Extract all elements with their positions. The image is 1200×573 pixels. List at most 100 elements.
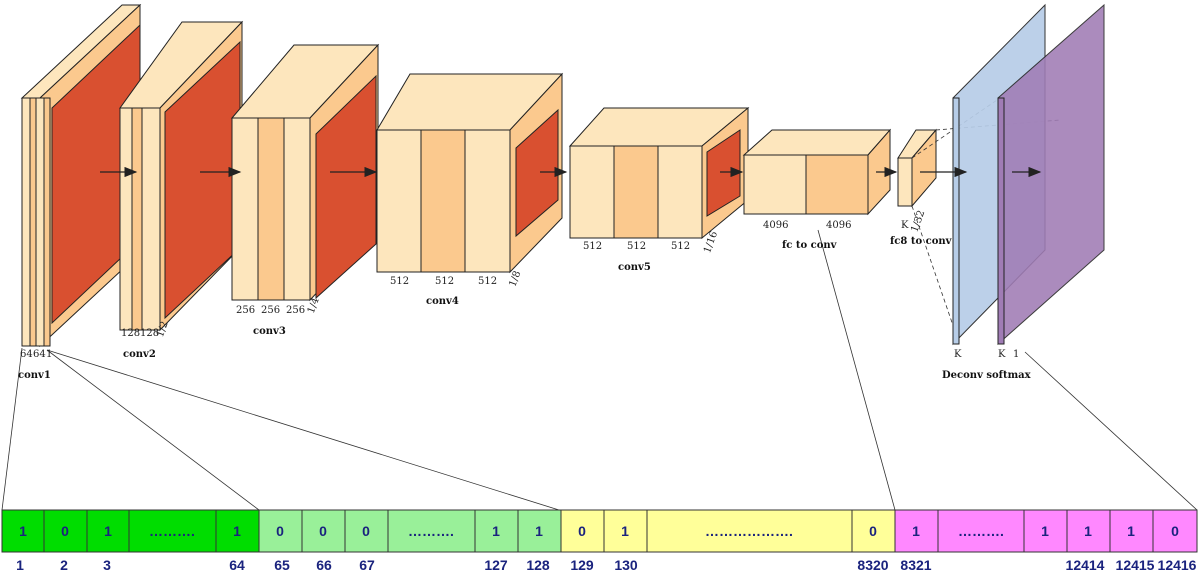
vector-index: 129 xyxy=(570,557,594,573)
vector-index: 2 xyxy=(60,557,68,573)
projection-lines xyxy=(911,97,1061,341)
conv5-dim-3: 512 xyxy=(671,241,690,252)
vector-cell: 1 xyxy=(894,509,939,553)
svg-text:1: 1 xyxy=(535,523,543,539)
vector-index: 127 xyxy=(484,557,508,573)
fc-dim-1: 4096 xyxy=(763,220,788,231)
fc8-block xyxy=(897,128,938,208)
conv1-dim-3: 1 xyxy=(46,349,52,360)
conv2-block xyxy=(119,20,244,332)
svg-text:……………….: ………………. xyxy=(705,523,793,539)
vector-cell: 0 xyxy=(1152,509,1198,553)
vector-cell: 1 xyxy=(517,509,562,553)
vector-cell: 0 xyxy=(43,509,88,553)
vector-cell: 1 xyxy=(474,509,519,553)
layer-captions: conv1 conv2 conv3 conv4 conv5 fc to conv… xyxy=(18,236,1032,381)
fc8-dim-1: K xyxy=(901,220,909,231)
svg-text:1: 1 xyxy=(1084,523,1092,539)
vector-cell: 1 xyxy=(86,509,130,553)
vector-cell: ………………. xyxy=(646,509,853,553)
vector-index: 12416 xyxy=(1158,557,1197,573)
fc-to-conv-block xyxy=(742,128,892,216)
deconv-caption: Deconv softmax xyxy=(942,370,1032,381)
vector-row: 1 0 1 ………. 1 0 0 0 ………. 1 1 0 1 ………………. … xyxy=(1,509,1198,553)
svg-text:0: 0 xyxy=(578,523,586,539)
vector-index: 12414 xyxy=(1066,557,1105,573)
conv1-caption: conv1 xyxy=(18,370,51,381)
fc-caption: fc to conv xyxy=(782,240,838,251)
svg-text:1: 1 xyxy=(492,523,500,539)
conv4-caption: conv4 xyxy=(426,296,459,307)
svg-text:0: 0 xyxy=(362,523,370,539)
conv3-dim-3: 256 xyxy=(286,305,305,316)
vector-index: 65 xyxy=(274,557,290,573)
svg-text:1: 1 xyxy=(104,523,112,539)
deconv-dim-2: K xyxy=(998,349,1006,360)
vector-index: 1 xyxy=(16,557,24,573)
conv2-dim-2: 128 xyxy=(140,328,159,339)
conv4-dim-3: 512 xyxy=(478,276,497,287)
conv1-dim-1: 64 xyxy=(20,349,33,360)
conv2-dim-1: 128 xyxy=(121,328,140,339)
vector-indices: 1 2 3 64 65 66 67 127 128 129 130 8320 8… xyxy=(16,557,1197,573)
deconv-dim-3: 1 xyxy=(1013,349,1019,360)
vector-index: 130 xyxy=(614,557,638,573)
svg-text:……….: ………. xyxy=(958,523,1004,539)
fc8-dim-2: 1/32 xyxy=(909,209,927,234)
vector-index: 66 xyxy=(316,557,332,573)
conv5-caption: conv5 xyxy=(618,262,651,273)
vector-cell: 0 xyxy=(851,509,896,553)
conv4-dim-2: 512 xyxy=(435,276,454,287)
vector-cell: 1 xyxy=(1023,509,1068,553)
conv4-dim-4: 1/8 xyxy=(507,270,523,289)
vector-index: 64 xyxy=(229,557,245,573)
conv2-dim-3: 1/2 xyxy=(155,320,171,339)
vector-index: 128 xyxy=(526,557,550,573)
svg-text:1: 1 xyxy=(233,523,241,539)
vector-cell: 0 xyxy=(344,509,389,553)
vector-cell: ………. xyxy=(128,509,217,553)
svg-text:0: 0 xyxy=(319,523,327,539)
svg-text:0: 0 xyxy=(276,523,284,539)
svg-text:1: 1 xyxy=(1127,523,1135,539)
svg-text:……….: ………. xyxy=(149,523,195,539)
conv4-dim-1: 512 xyxy=(390,276,409,287)
vector-cell: 1 xyxy=(215,509,260,553)
vector-index: 67 xyxy=(359,557,375,573)
vector-cell: 1 xyxy=(603,509,648,553)
conv1-block xyxy=(20,3,142,348)
svg-text:0: 0 xyxy=(1171,523,1179,539)
svg-text:1: 1 xyxy=(1041,523,1049,539)
vector-index: 8320 xyxy=(857,557,888,573)
svg-text:1: 1 xyxy=(621,523,629,539)
conv3-caption: conv3 xyxy=(253,326,286,337)
zoom-lines xyxy=(1,229,1198,511)
vector-index: 12415 xyxy=(1116,557,1155,573)
vector-cell: ………. xyxy=(937,509,1025,553)
vector-cell: 1 xyxy=(1,509,45,553)
conv3-dim-4: 1/4 xyxy=(306,296,322,315)
svg-text:1: 1 xyxy=(19,523,27,539)
vector-cell: 1 xyxy=(1066,509,1111,553)
vector-cell: 0 xyxy=(258,509,303,553)
softmax-block xyxy=(997,3,1105,346)
svg-text:……….: ………. xyxy=(408,523,454,539)
vector-cell: 0 xyxy=(560,509,605,553)
vector-cell: 1 xyxy=(1109,509,1154,553)
conv4-block xyxy=(376,72,564,274)
vector-cell: ………. xyxy=(387,509,476,553)
conv2-caption: conv2 xyxy=(123,349,156,360)
deconv-dim-1: K xyxy=(954,349,962,360)
fc8-caption: fc8 to conv xyxy=(890,236,953,247)
conv3-dim-2: 256 xyxy=(261,305,280,316)
vector-index: 3 xyxy=(103,557,111,573)
conv3-dim-1: 256 xyxy=(236,305,255,316)
conv5-dim-2: 512 xyxy=(627,241,646,252)
vector-cell: 0 xyxy=(301,509,346,553)
conv1-dim-2: 64 xyxy=(33,349,46,360)
conv3-block xyxy=(230,43,380,302)
svg-text:0: 0 xyxy=(869,523,877,539)
conv5-block xyxy=(568,106,750,240)
conv5-dim-1: 512 xyxy=(583,241,602,252)
